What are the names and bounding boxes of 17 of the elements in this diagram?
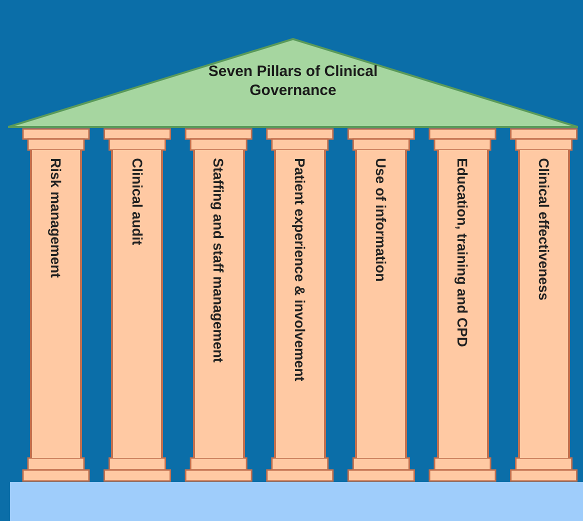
pillar-shaft <box>436 150 488 458</box>
roof-triangle <box>8 38 578 128</box>
pillar-shaft <box>192 150 245 458</box>
pillar-shaft <box>30 150 82 458</box>
pillar-label: Patient experience & involvement <box>292 158 307 382</box>
pillar-shaft <box>111 150 164 458</box>
pillar-shaft <box>518 150 570 458</box>
pillar-label: Staffing and staff management <box>212 158 226 363</box>
roof-title: Seven Pillars of Clinical Governance <box>207 62 379 100</box>
pillar-label: Clinical audit <box>130 158 144 246</box>
pillar-shaft <box>355 150 408 458</box>
pillar-label: Clinical effectiveness <box>536 158 551 300</box>
pillar-label: Use of information <box>374 158 388 282</box>
base-platform <box>10 482 583 521</box>
pillar-shaft <box>274 150 326 458</box>
pillar-label: Risk management <box>49 158 63 278</box>
pillar-label: Education, training and CPD <box>456 158 470 348</box>
